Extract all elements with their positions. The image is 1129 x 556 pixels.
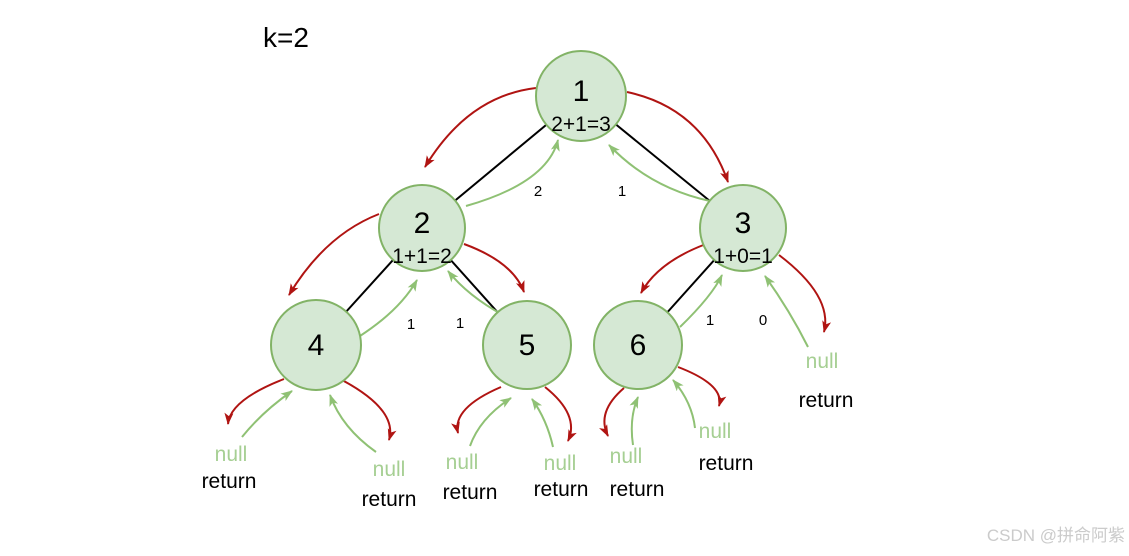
tree-node-6: 6	[593, 300, 683, 390]
return-2-to-1-arrow	[465, 139, 560, 207]
null-label: null	[446, 451, 479, 474]
return-value-label: 0	[759, 312, 767, 329]
node-circle	[593, 300, 683, 390]
return-null-to-4-right-arrow	[329, 394, 377, 453]
tree-node-2: 2 1+1=2	[378, 184, 466, 272]
node-circle	[378, 184, 466, 272]
tree-node-1: 1 2+1=3	[535, 50, 627, 142]
return-null-to-5-left-arrow	[469, 397, 512, 447]
k-value-label: k=2	[263, 22, 309, 53]
node-sum-annotation: 1+1=2	[392, 245, 452, 268]
return-label: return	[699, 452, 754, 475]
return-value-label: 2	[534, 183, 542, 200]
return-label: return	[799, 389, 854, 412]
call-1-to-3-arrow	[626, 91, 729, 183]
return-null-to-6-right-arrow	[672, 379, 696, 429]
return-value-label: 1	[618, 183, 626, 200]
null-label: null	[544, 452, 577, 475]
null-label: null	[699, 420, 732, 443]
call-2-to-5-arrow	[463, 243, 525, 293]
call-5-to-null-left-arrow	[451, 386, 502, 434]
node-circle	[535, 50, 627, 142]
node-value-label: 4	[308, 329, 325, 362]
call-3-to-null-right-arrow	[778, 254, 832, 333]
call-4-to-null-left-arrow	[224, 378, 285, 425]
node-value-label: 3	[735, 207, 752, 240]
node-value-label: 2	[414, 207, 431, 240]
return-6-to-3-arrow	[679, 274, 723, 328]
return-value-label: 1	[407, 316, 415, 333]
node-circle	[482, 300, 572, 390]
call-2-to-4-arrow	[288, 213, 380, 296]
node-sum-annotation: 1+0=1	[713, 245, 773, 268]
null-label: null	[806, 350, 839, 373]
tree-node-4: 4	[270, 299, 362, 391]
tree-node-3: 3 1+0=1	[699, 184, 787, 272]
call-1-to-2-arrow	[424, 87, 537, 168]
return-null-to-6-left-arrow	[629, 396, 639, 446]
return-label: return	[202, 470, 257, 493]
node-value-label: 6	[630, 329, 647, 362]
return-value-label: 1	[456, 315, 464, 332]
node-circle	[270, 299, 362, 391]
return-label: return	[362, 488, 417, 511]
return-3-to-1-arrow	[608, 144, 711, 202]
null-label: null	[373, 458, 406, 481]
null-label: null	[610, 445, 643, 468]
return-label: return	[610, 478, 665, 501]
return-label: return	[534, 478, 589, 501]
watermark-text: CSDN @拼命阿紫	[986, 526, 1125, 545]
node-circle	[699, 184, 787, 272]
return-label: return	[443, 481, 498, 504]
return-null-to-4-left-arrow	[241, 390, 293, 438]
call-4-to-null-right-arrow	[341, 379, 397, 441]
null-label: null	[215, 443, 248, 466]
node-value-label: 1	[573, 75, 590, 108]
return-value-label: 1	[706, 312, 714, 329]
return-null-to-5-right-arrow	[531, 398, 554, 448]
call-6-to-null-left-arrow	[599, 387, 625, 437]
return-null-to-3-right-arrow	[764, 275, 809, 348]
return-4-to-2-arrow	[359, 279, 418, 337]
call-5-to-null-right-arrow	[544, 386, 577, 442]
call-6-to-null-right-arrow	[677, 366, 727, 407]
return-5-to-2-arrow	[447, 270, 504, 316]
node-sum-annotation: 2+1=3	[551, 113, 611, 136]
call-3-to-6-arrow	[640, 243, 707, 294]
tree-node-5: 5	[482, 300, 572, 390]
node-value-label: 5	[519, 329, 536, 362]
